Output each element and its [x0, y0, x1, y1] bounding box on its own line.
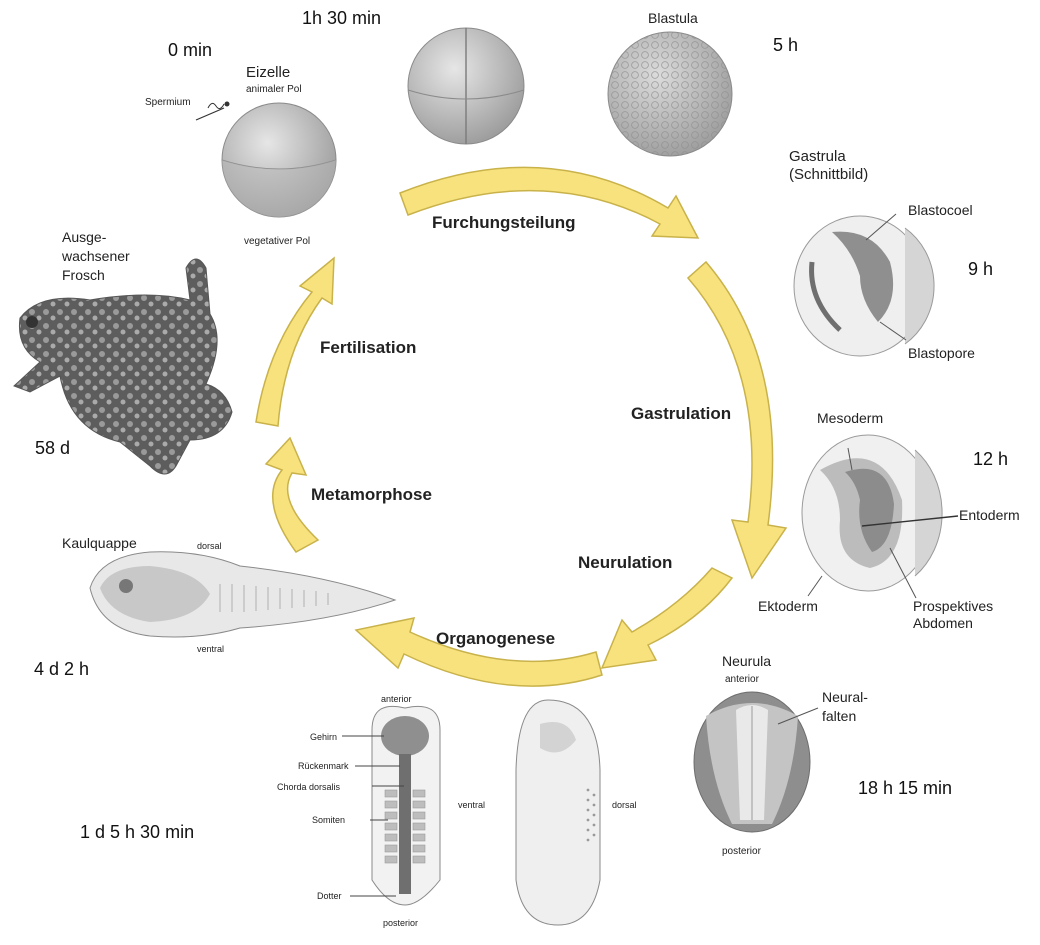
time-embryo: 1 d 5 h 30 min [80, 822, 194, 843]
process-cleavage: Furchungsteilung [432, 213, 576, 233]
label-ektoderm: Ektoderm [758, 598, 818, 614]
label-tadpole-ventral: ventral [197, 644, 224, 654]
label-blastula: Blastula [648, 10, 698, 26]
neurula-illustration [694, 692, 818, 832]
label-neural-folds: Neural- [822, 689, 868, 705]
gastrula-germ-layers-illustration [802, 435, 958, 598]
two-cell-illustration [408, 28, 524, 144]
label-notochord: Chorda dorsalis [277, 782, 340, 792]
label-brain: Gehirn [310, 732, 337, 742]
embryo-dorsal-illustration [516, 700, 600, 925]
label-blastopore: Blastopore [908, 345, 975, 361]
embryo-section-illustration [342, 706, 440, 905]
time-egg: 0 min [168, 40, 212, 61]
label-embryo-posterior: posterior [383, 918, 418, 928]
label-spinal-cord: Rückenmark [298, 761, 349, 771]
egg-cell-illustration [196, 102, 336, 218]
time-frog: 58 d [35, 438, 70, 459]
time-gastrula: 9 h [968, 259, 993, 280]
label-neurula-anterior: anterior [725, 674, 759, 686]
label-vegetal-pole: vegetativer Pol [244, 236, 310, 248]
time-blastula: 5 h [773, 35, 798, 56]
label-frog-1: Ausge- [62, 229, 106, 245]
label-gastrula: Gastrula [789, 148, 846, 165]
process-neurulation: Neurulation [578, 553, 672, 573]
time-germ-layers: 12 h [973, 449, 1008, 470]
label-animal-pole: animaler Pol [246, 84, 302, 96]
label-somites: Somiten [312, 815, 345, 825]
process-metamorphosis: Metamorphose [311, 485, 432, 505]
label-embryo-ventral: ventral [458, 800, 485, 810]
time-two-cell: 1h 30 min [302, 8, 381, 29]
process-fertilisation: Fertilisation [320, 338, 416, 358]
label-yolk: Dotter [317, 891, 342, 901]
label-sperm: Spermium [145, 97, 191, 109]
label-embryo-anterior: anterior [381, 694, 412, 704]
label-abdomen-2: Abdomen [913, 615, 973, 631]
label-embryo-dorsal: dorsal [612, 800, 637, 810]
label-blastocoel: Blastocoel [908, 202, 973, 218]
label-neurula-posterior: posterior [722, 846, 761, 858]
gastrula-illustration [794, 214, 934, 356]
tadpole-illustration [90, 552, 395, 637]
label-entoderm: Entoderm [959, 507, 1020, 523]
label-gastrula-section: (Schnittbild) [789, 166, 868, 183]
label-abdomen: Prospektives [913, 598, 993, 614]
process-gastrulation: Gastrulation [631, 404, 731, 424]
label-frog-2: wachsener [62, 248, 130, 264]
blastula-illustration [608, 32, 732, 156]
label-frog-3: Frosch [62, 267, 105, 283]
label-tadpole: Kaulquappe [62, 535, 137, 551]
process-organogenesis: Organogenese [436, 629, 555, 649]
label-egg: Eizelle [246, 64, 290, 81]
time-neurula: 18 h 15 min [858, 778, 952, 799]
label-neurula: Neurula [722, 653, 771, 669]
time-tadpole: 4 d 2 h [34, 659, 89, 680]
label-neural-folds-2: falten [822, 708, 856, 724]
arrow-neurulation-to-organogenesis [602, 568, 732, 668]
label-mesoderm: Mesoderm [817, 410, 883, 426]
label-tadpole-dorsal: dorsal [197, 541, 222, 551]
